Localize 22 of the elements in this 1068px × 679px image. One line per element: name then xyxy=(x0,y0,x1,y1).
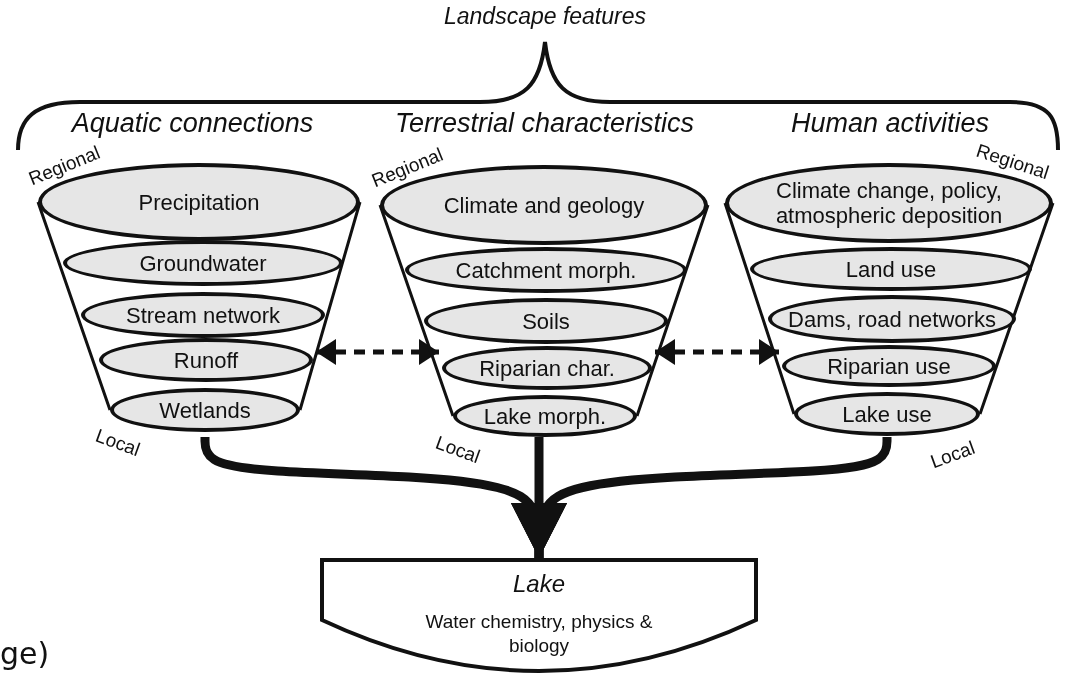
lake-description: Water chemistry, physics & biology xyxy=(424,610,654,658)
layer-ellipse: Lake use xyxy=(794,392,980,436)
category-heading: Aquatic connections xyxy=(69,108,315,138)
layer-ellipse: Riparian char. xyxy=(442,346,652,390)
layer-ellipse: Riparian use xyxy=(782,345,996,387)
cut-off-text: ge) xyxy=(0,636,50,672)
layer-ellipse: Groundwater xyxy=(63,240,343,286)
layer-ellipse: Wetlands xyxy=(110,388,300,432)
dashed-double-arrow xyxy=(316,339,439,365)
layer-ellipse: Catchment morph. xyxy=(405,247,687,293)
category-heading: Human activities xyxy=(789,108,991,138)
dashed-double-arrow xyxy=(655,339,779,365)
lake-heading: Lake xyxy=(511,570,566,598)
layer-ellipse: Stream network xyxy=(81,292,325,338)
layer-ellipse: Land use xyxy=(750,247,1032,291)
scale-label: Local xyxy=(927,436,979,474)
diagram-title: Landscape features xyxy=(442,2,647,30)
layer-ellipse: Dams, road networks xyxy=(768,295,1016,343)
category-heading: Terrestrial characteristics xyxy=(393,108,696,138)
layer-ellipse: Runoff xyxy=(99,338,313,382)
layer-ellipse: Soils xyxy=(424,298,668,344)
layer-ellipse: Lake morph. xyxy=(453,395,637,437)
